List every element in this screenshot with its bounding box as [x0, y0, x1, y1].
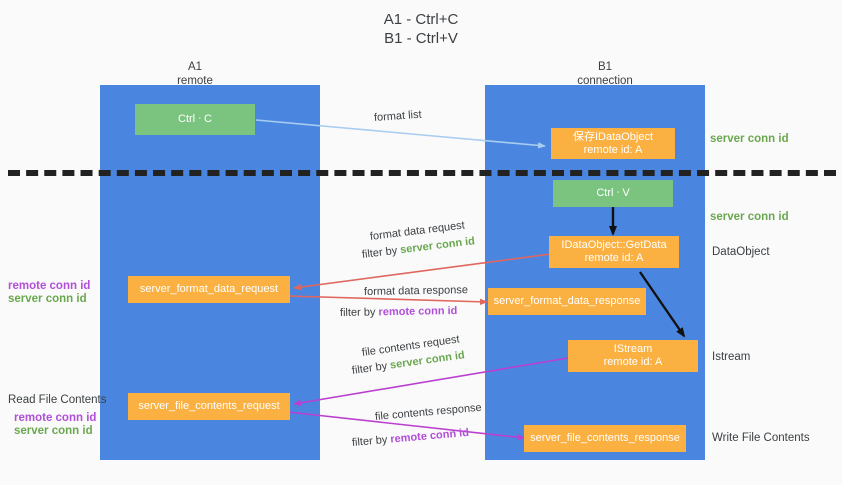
- node-server-file-contents-response-label: server_file_contents_response: [530, 432, 680, 444]
- node-istream[interactable]: IStream remote id: A: [568, 340, 698, 372]
- node-save-idataobject-subtitle: remote id: A: [583, 143, 643, 156]
- left-label-server-conn-id-upper: server conn id: [8, 293, 87, 305]
- right-label-server-conn-id-mid: server conn id: [710, 211, 789, 223]
- node-getdata-title: IDataObject::GetData: [561, 239, 667, 251]
- column-b1-name: B1: [597, 61, 613, 73]
- edge-label-file-contents-response-line1: file contents response: [374, 401, 482, 424]
- node-server-format-data-response-label: server_format_data_response: [493, 295, 641, 307]
- node-server-file-contents-response[interactable]: server_file_contents_response: [524, 425, 686, 452]
- column-a1-role: remote: [177, 75, 213, 87]
- filter-prefix: filter by: [339, 306, 379, 319]
- node-server-format-data-response[interactable]: server_format_data_response: [488, 288, 646, 315]
- node-istream-title: IStream: [613, 343, 653, 355]
- edge-label-format-data-response-line1: format data response: [364, 283, 468, 299]
- node-server-format-data-request-label: server_format_data_request: [139, 283, 279, 295]
- right-label-write-file-contents: Write File Contents: [712, 432, 810, 444]
- column-a1-name: A1: [187, 61, 203, 73]
- column-b1-role: connection: [577, 75, 633, 87]
- filter-prefix: filter by: [361, 244, 401, 261]
- column-header-a1: A1 remote: [130, 60, 260, 88]
- node-ctrl-c-label: Ctrl ᐧ C: [178, 113, 212, 125]
- left-label-remote-conn-id-upper: remote conn id: [8, 280, 91, 292]
- node-ctrl-v[interactable]: Ctrl ᐧ V: [553, 180, 673, 207]
- filter-keyword-remote-conn-id: remote conn id: [389, 426, 470, 446]
- left-label-read-file-contents: Read File Contents: [8, 394, 107, 406]
- node-ctrl-v-label: Ctrl ᐧ V: [596, 187, 630, 199]
- node-server-file-contents-request[interactable]: server_file_contents_request: [128, 393, 290, 420]
- edge-label-format-data-response-filter: filter by remote conn id: [340, 304, 458, 320]
- edge-label-file-contents-response-filter: filter by remote conn id: [351, 426, 469, 450]
- node-save-idataobject[interactable]: 保存IDataObject remote id: A: [551, 128, 675, 159]
- node-istream-subtitle: remote id: A: [603, 356, 663, 368]
- node-server-file-contents-request-label: server_file_contents_request: [138, 400, 280, 412]
- right-label-server-conn-id-top: server conn id: [710, 133, 789, 145]
- column-header-b1: B1 connection: [535, 60, 675, 88]
- title-line-2: B1 - Ctrl+V: [384, 30, 458, 47]
- edge-label-format-data-response-text: format data response: [363, 284, 469, 298]
- edge-label-format-list-text: format list: [373, 108, 422, 124]
- node-getdata-subtitle: remote id: A: [584, 252, 644, 264]
- node-idataobject-getdata[interactable]: IDataObject::GetData remote id: A: [549, 236, 679, 268]
- phase-divider: [8, 170, 836, 176]
- right-label-istream: Istream: [712, 351, 751, 363]
- node-server-format-data-request[interactable]: server_format_data_request: [128, 276, 290, 303]
- node-ctrl-c[interactable]: Ctrl ᐧ C: [135, 104, 255, 135]
- left-label-server-conn-id-lower: server conn id: [14, 425, 93, 437]
- right-label-dataobject: DataObject: [712, 246, 770, 258]
- left-label-remote-conn-id-lower: remote conn id: [14, 412, 97, 424]
- edge-label-file-contents-response-text: file contents response: [374, 401, 483, 423]
- filter-prefix: filter by: [351, 433, 391, 449]
- node-save-idataobject-title: 保存IDataObject: [572, 130, 654, 143]
- edge-label-format-list: format list: [374, 108, 423, 125]
- filter-prefix: filter by: [351, 359, 391, 377]
- filter-keyword-remote-conn-id: remote conn id: [378, 304, 458, 319]
- title-line-1: A1 - Ctrl+C: [383, 11, 459, 28]
- diagram-title: A1 - Ctrl+C B1 - Ctrl+V: [0, 10, 842, 48]
